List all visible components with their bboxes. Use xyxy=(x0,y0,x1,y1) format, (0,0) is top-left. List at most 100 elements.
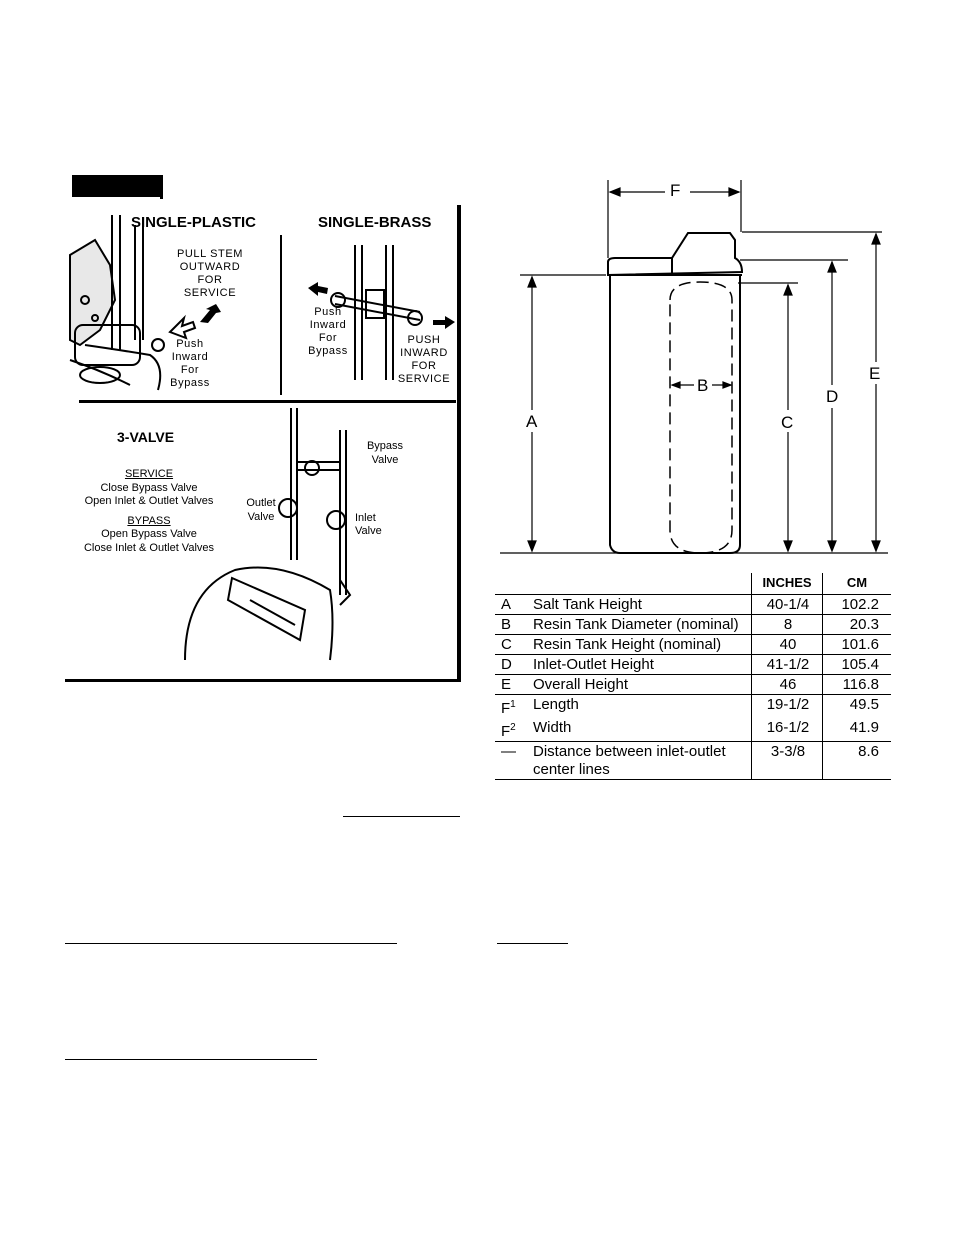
row-inches: 46 xyxy=(751,674,823,695)
header-description xyxy=(527,573,752,595)
outlet-valve-line-1: Outlet xyxy=(246,497,276,509)
row-letter: F2 xyxy=(495,718,527,742)
row-description-line-1: Distance between inlet-outlet xyxy=(533,743,726,760)
header-cm: CM xyxy=(822,573,891,595)
row-letter: D xyxy=(495,654,527,675)
row-inches: 41-1/2 xyxy=(751,654,823,675)
brass-service-line-4: SERVICE xyxy=(397,373,451,385)
panel-horizontal-divider xyxy=(79,400,456,403)
row-letter-text: F xyxy=(501,723,511,740)
plastic-push-caption: Push Inward For Bypass xyxy=(160,338,220,390)
row-inches: 16-1/2 xyxy=(751,718,823,742)
row-letter-text: F xyxy=(501,700,511,717)
table-row: F1 Length 19-1/2 49.5 xyxy=(495,694,891,718)
dim-label-b: B xyxy=(697,376,709,395)
row-cm: 101.6 xyxy=(822,634,891,655)
row-inches: 40 xyxy=(751,634,823,655)
row-description: Length xyxy=(533,696,579,713)
row-inches: 40-1/4 xyxy=(751,594,823,615)
figure-label-tick xyxy=(160,175,163,199)
single-plastic-illustration xyxy=(69,215,165,391)
dimension-lines xyxy=(500,180,888,554)
row-cm: 116.8 xyxy=(822,674,891,695)
resin-tank-dashed xyxy=(669,281,733,554)
inlet-valve-label: Inlet Valve xyxy=(355,512,382,538)
plastic-push-line-4: Bypass xyxy=(170,377,210,389)
table-row: E Overall Height 46 116.8 xyxy=(495,674,891,695)
brass-service-line-2: INWARD xyxy=(400,347,448,359)
brass-service-line-1: PUSH xyxy=(407,334,441,346)
bypass-heading: BYPASS xyxy=(127,514,171,527)
single-brass-title: SINGLE-BRASS xyxy=(318,214,432,231)
push-inward-arrow-plastic xyxy=(168,314,197,340)
three-valve-instructions: SERVICE Close Bypass Valve Open Inlet & … xyxy=(70,468,228,555)
outlet-valve-label: Outlet Valve xyxy=(242,497,280,524)
brass-push-caption: Push Inward For Bypass xyxy=(298,306,358,358)
row-cm: 20.3 xyxy=(822,614,891,635)
row-letter: A xyxy=(495,594,527,615)
table-row: A Salt Tank Height 40-1/4 102.2 xyxy=(495,594,891,615)
plastic-push-line-3: For xyxy=(180,364,200,376)
outlet-valve-line-2: Valve xyxy=(247,510,275,523)
bypass-valve-figure xyxy=(65,205,461,682)
table-row: F2 Width 16-1/2 41.9 xyxy=(495,718,891,742)
table-row: B Resin Tank Diameter (nominal) 8 20.3 xyxy=(495,614,891,635)
row-cm: 105.4 xyxy=(822,654,891,675)
row-letter-sup: 2 xyxy=(510,722,516,733)
pull-line-4: SERVICE xyxy=(183,287,237,299)
bypass-valve-line-2: Valve xyxy=(371,453,399,466)
brass-push-line-4: Bypass xyxy=(308,345,348,357)
bypass-line-2: Close Inlet & Outlet Valves xyxy=(83,541,215,554)
row-cm: 8.6 xyxy=(822,741,891,780)
dim-label-d: D xyxy=(826,387,839,406)
pull-line-1: PULL STEM xyxy=(176,248,244,260)
underline-rule-4 xyxy=(65,1059,317,1060)
row-description: Width xyxy=(527,718,752,742)
row-inches: 8 xyxy=(751,614,823,635)
pull-line-2: OUTWARD xyxy=(179,261,241,273)
row-description: Salt Tank Height xyxy=(527,594,752,615)
bypass-valve-line-1: Bypass xyxy=(366,440,404,452)
bypass-line-1: Open Bypass Valve xyxy=(101,528,197,540)
header-letter xyxy=(495,573,527,595)
row-inches: 19-1/2 xyxy=(751,694,823,718)
row-description-line-2: center lines xyxy=(533,761,610,778)
row-letter-sup: 1 xyxy=(510,699,516,710)
inlet-valve-line-2: Valve xyxy=(355,525,382,537)
row-letter: — xyxy=(495,741,527,780)
underline-rule-2 xyxy=(65,943,397,944)
figure-label-bar xyxy=(72,175,160,197)
brass-service-line-3: FOR xyxy=(411,360,437,372)
row-letter: E xyxy=(495,674,527,695)
underline-rule-1 xyxy=(343,816,460,817)
row-description: Overall Height xyxy=(527,674,752,695)
header-inches: INCHES xyxy=(751,573,823,595)
single-plastic-title: SINGLE-PLASTIC xyxy=(131,214,257,231)
panel-vertical-divider xyxy=(280,235,282,395)
table-row: D Inlet-Outlet Height 41-1/2 105.4 xyxy=(495,654,891,675)
service-line-2: Open Inlet & Outlet Valves xyxy=(84,495,214,507)
salt-tank-outline xyxy=(607,232,744,554)
row-cm: 102.2 xyxy=(822,594,891,615)
three-valve-title: 3-VALVE xyxy=(117,429,175,445)
dim-label-f: F xyxy=(670,181,681,200)
row-description: Inlet-Outlet Height xyxy=(527,654,752,675)
plastic-push-line-1: Push xyxy=(176,338,204,350)
row-cm: 41.9 xyxy=(822,718,891,742)
row-cm: 49.5 xyxy=(849,696,879,713)
service-line-1: Close Bypass Valve xyxy=(100,481,198,494)
brass-push-line-2: Inward xyxy=(309,319,347,331)
dim-label-a: A xyxy=(526,412,538,431)
table-row: C Resin Tank Height (nominal) 40 101.6 xyxy=(495,634,891,655)
single-brass-illustration xyxy=(330,245,423,380)
brass-service-caption: PUSH INWARD FOR SERVICE xyxy=(392,334,456,386)
underline-rule-3 xyxy=(497,943,568,944)
push-arrow-brass-right xyxy=(433,316,455,329)
push-arrow-brass-left xyxy=(308,282,328,296)
row-description: Resin Tank Diameter (nominal) xyxy=(527,614,752,635)
dim-label-e: E xyxy=(869,364,881,383)
dim-label-c: C xyxy=(781,413,794,432)
